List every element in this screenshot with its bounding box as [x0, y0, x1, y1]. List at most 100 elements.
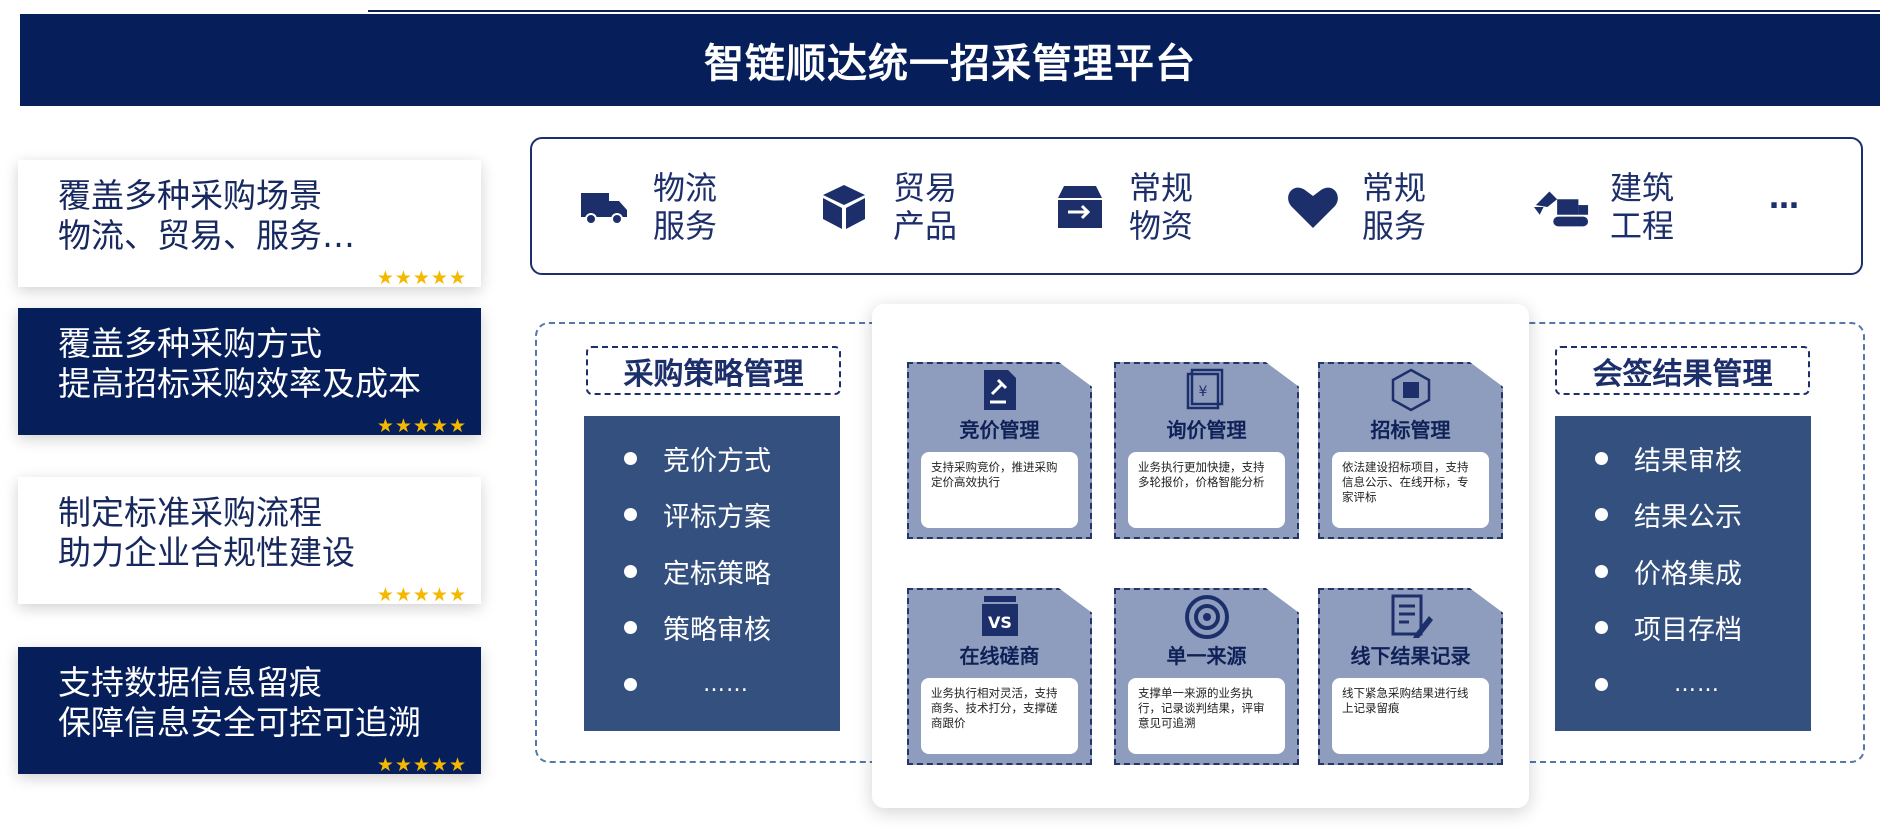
star-rating: ★★★★★ — [376, 754, 467, 776]
truck-icon — [575, 178, 633, 236]
module-inquiry: ¥ 询价管理 业务执行更加快捷，支持多轮报价，价格智能分析 — [1114, 362, 1299, 539]
category-materials: 常规物资 — [1051, 169, 1194, 245]
module-title: 在线磋商 — [959, 644, 1040, 668]
title-banner: 智链顺达统一招采管理平台 — [20, 14, 1880, 106]
strategy-item: 竞价方式 — [663, 445, 771, 477]
more-categories-ellipsis: … — [1769, 181, 1801, 216]
module-desc: 线下紧急采购结果进行线上记录留痕 — [1332, 678, 1489, 754]
feature-card-process: 制定标准采购流程 助力企业合规性建设 ★★★★★ — [18, 477, 481, 606]
module-desc: 支持采购竞价，推进采购定价高效执行 — [921, 452, 1078, 528]
category-panel: 物流服务 贸易产品 常规物资 常规服务 建筑工程 … — [530, 137, 1863, 275]
feature-line-2: 物流、贸易、服务… — [58, 216, 355, 255]
target-icon — [1116, 594, 1297, 640]
svg-text:¥: ¥ — [1198, 384, 1207, 400]
star-rating: ★★★★★ — [376, 584, 467, 606]
strategy-item: 定标策略 — [663, 558, 771, 590]
bullet-icon — [624, 621, 637, 635]
category-line-1: 物流 — [653, 169, 718, 207]
feature-line-1: 支持数据信息留痕 — [58, 663, 322, 702]
module-desc: 支撑单一来源的业务执行，记录谈判结果，评审意见可追溯 — [1128, 678, 1285, 754]
list-item: …… — [1595, 656, 1811, 713]
category-line-1: 贸易 — [893, 169, 958, 207]
strategy-item: 评标方案 — [663, 502, 771, 534]
category-construction: 建筑工程 — [1532, 169, 1675, 245]
bullet-icon — [624, 564, 637, 578]
strategy-title: 采购策略管理 — [586, 346, 841, 395]
list-item: …… — [624, 656, 840, 713]
top-divider-line — [368, 10, 1880, 12]
module-tender: 招标管理 依法建设招标项目，支持信息公示、在线开标，专家评标 — [1318, 362, 1503, 539]
excavator-icon — [1532, 178, 1590, 236]
list-item: 定标策略 — [624, 543, 840, 600]
package-icon — [1051, 178, 1109, 236]
module-single-source: 单一来源 支撑单一来源的业务执行，记录谈判结果，评审意见可追溯 — [1114, 588, 1299, 765]
result-item: 项目存档 — [1634, 615, 1742, 647]
category-line-2: 工程 — [1610, 207, 1675, 245]
module-title: 询价管理 — [1166, 418, 1247, 442]
category-trade: 贸易产品 — [815, 169, 958, 245]
module-negotiation: VS 在线磋商 业务执行相对灵活，支持商务、技术打分，支撑磋商跟价 — [907, 588, 1092, 765]
procurement-modules-panel: 竞价管理 支持采购竞价，推进采购定价高效执行 ¥ 询价管理 业务执行更加快捷，支… — [872, 304, 1529, 808]
module-title: 线下结果记录 — [1350, 644, 1471, 668]
strategy-item: …… — [703, 671, 749, 697]
category-logistics: 物流服务 — [575, 169, 718, 245]
module-offline-record: 线下结果记录 线下紧急采购结果进行线上记录留痕 — [1318, 588, 1503, 765]
strategy-panel: 竞价方式 评标方案 定标策略 策略审核 …… — [584, 416, 840, 731]
result-panel: 结果审核 结果公示 价格集成 项目存档 …… — [1555, 416, 1811, 731]
category-line-2: 产品 — [893, 207, 958, 245]
list-item: 竞价方式 — [624, 430, 840, 487]
feature-line-2: 保障信息安全可控可追溯 — [58, 703, 421, 742]
list-item: 项目存档 — [1595, 600, 1811, 657]
result-item: 价格集成 — [1634, 558, 1742, 590]
bullet-icon — [624, 508, 637, 522]
module-desc: 依法建设招标项目，支持信息公示、在线开标，专家评标 — [1332, 452, 1489, 528]
bullet-icon — [1595, 508, 1608, 522]
feature-card-security: 支持数据信息留痕 保障信息安全可控可追溯 ★★★★★ — [18, 647, 481, 776]
star-rating: ★★★★★ — [376, 415, 467, 437]
bullet-icon — [624, 677, 637, 691]
feature-card-methods: 覆盖多种采购方式 提高招标采购效率及成本 ★★★★★ — [18, 308, 481, 437]
list-item: 价格集成 — [1595, 543, 1811, 600]
strategy-item: 策略审核 — [663, 615, 771, 647]
bullet-icon — [1595, 564, 1608, 578]
feature-line-1: 覆盖多种采购场景 — [58, 176, 322, 215]
feature-line-1: 制定标准采购流程 — [58, 493, 322, 532]
category-line-2: 服务 — [653, 207, 718, 245]
record-icon — [1320, 594, 1501, 640]
module-title: 单一来源 — [1166, 644, 1247, 668]
module-desc: 业务执行相对灵活，支持商务、技术打分，支撑磋商跟价 — [921, 678, 1078, 754]
bullet-icon — [1595, 677, 1608, 691]
category-line-1: 常规 — [1362, 169, 1427, 207]
module-bidding: 竞价管理 支持采购竞价，推进采购定价高效执行 — [907, 362, 1092, 539]
auction-icon — [909, 368, 1090, 412]
result-item: …… — [1674, 671, 1720, 697]
feature-card-scenarios: 覆盖多种采购场景 物流、贸易、服务… ★★★★★ — [18, 160, 481, 289]
result-title: 会签结果管理 — [1555, 346, 1810, 395]
list-item: 结果审核 — [1595, 430, 1811, 487]
module-desc: 业务执行更加快捷，支持多轮报价，价格智能分析 — [1128, 452, 1285, 528]
list-item: 评标方案 — [624, 487, 840, 544]
list-item: 策略审核 — [624, 600, 840, 657]
feature-line-2: 提高招标采购效率及成本 — [58, 364, 421, 403]
star-rating: ★★★★★ — [376, 267, 467, 289]
box-icon — [815, 178, 873, 236]
category-line-2: 服务 — [1362, 207, 1427, 245]
feature-line-2: 助力企业合规性建设 — [58, 533, 355, 572]
category-services: 常规服务 — [1284, 169, 1427, 245]
vs-icon: VS — [909, 594, 1090, 638]
feature-line-1: 覆盖多种采购方式 — [58, 324, 322, 363]
price-inquiry-icon: ¥ — [1116, 368, 1297, 412]
result-item: 结果审核 — [1634, 445, 1742, 477]
svg-text:VS: VS — [988, 613, 1012, 632]
page-title: 智链顺达统一招采管理平台 — [704, 41, 1196, 87]
module-title: 竞价管理 — [959, 418, 1040, 442]
list-item: 结果公示 — [1595, 487, 1811, 544]
category-line-1: 建筑 — [1610, 169, 1675, 207]
bullet-icon — [624, 451, 637, 465]
bullet-icon — [1595, 451, 1608, 465]
heart-icon — [1284, 178, 1342, 236]
category-line-2: 物资 — [1129, 207, 1194, 245]
category-line-1: 常规 — [1129, 169, 1194, 207]
bullet-icon — [1595, 621, 1608, 635]
module-title: 招标管理 — [1370, 418, 1451, 442]
